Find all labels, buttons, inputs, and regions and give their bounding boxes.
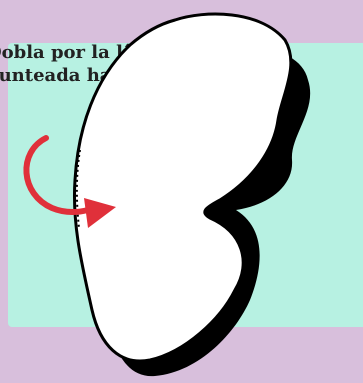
- folded-wing-illustration: [0, 0, 363, 383]
